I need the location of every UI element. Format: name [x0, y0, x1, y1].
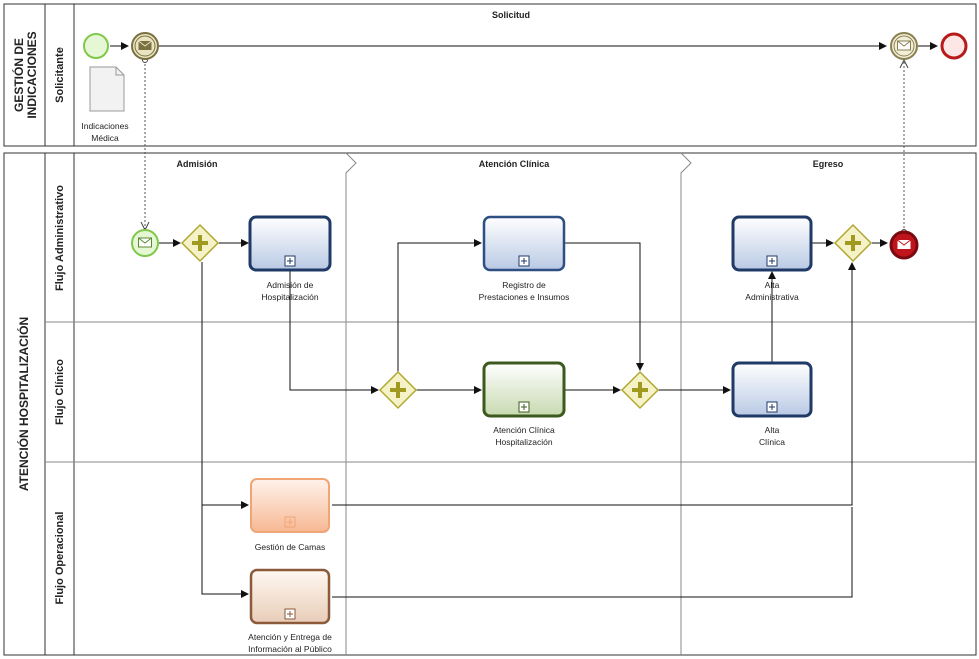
task-label-line1: Alta: [765, 425, 780, 435]
pool-gestion-indicaciones: GESTIÓN DE INDICACIONES Solicitante Soli…: [3, 3, 977, 147]
envelope-icon: [897, 40, 911, 51]
phase-separator-1: [345, 152, 357, 655]
plus-icon: [845, 235, 861, 251]
end-event-top[interactable]: [940, 32, 968, 60]
task-label-line1: Gestión de Camas: [255, 542, 325, 552]
task-admision-hospitalizacion[interactable]: Admisión de Hospitalización: [248, 215, 332, 302]
lane-title-solicitante: Solicitante: [54, 47, 66, 103]
subprocess-marker-icon: [284, 255, 296, 267]
plus-icon: [632, 382, 648, 398]
subprocess-marker-icon: [518, 401, 530, 413]
lane-title-administrativo: Flujo Administrativo: [54, 185, 66, 291]
task-label-line1: Alta: [765, 280, 780, 290]
task-label-line2: Prestaciones e Insumos: [479, 292, 570, 302]
data-object-label-line2: Médica: [91, 133, 119, 143]
subprocess-marker-icon: [766, 401, 778, 413]
phase-solicitud: Solicitud: [492, 10, 530, 20]
parallel-gateway-split-clinico[interactable]: [378, 370, 418, 410]
envelope-icon: [138, 40, 152, 50]
subprocess-marker-icon: [284, 608, 296, 620]
task-label-line1: Atención Clínica: [493, 425, 555, 435]
task-alta-clinica[interactable]: Alta Clínica: [731, 361, 813, 447]
task-label-line2: Administrativa: [745, 292, 799, 302]
envelope-icon: [138, 237, 152, 248]
plus-icon: [390, 382, 406, 398]
task-gestion-camas[interactable]: Gestión de Camas: [250, 478, 330, 552]
envelope-icon: [897, 239, 911, 249]
task-label-line1: Admisión de: [267, 280, 314, 290]
data-object-label-line1: Indicaciones: [81, 121, 128, 131]
task-atencion-clinica[interactable]: Atención Clínica Hospitalización: [482, 361, 566, 447]
start-event[interactable]: [83, 33, 109, 59]
message-end-event[interactable]: [889, 230, 919, 260]
task-label-line2: Hospitalización: [261, 292, 318, 302]
phase-separator-2: [680, 152, 692, 655]
plus-icon: [192, 235, 208, 251]
lane-title-clinico: Flujo Clínico: [54, 359, 66, 425]
data-object-indicaciones[interactable]: Indicaciones Médica: [81, 66, 129, 143]
phase-egreso: Egreso: [813, 159, 844, 169]
message-flows: [145, 60, 904, 232]
subprocess-marker-icon: [284, 516, 296, 528]
task-alta-administrativa[interactable]: Alta Administrativa: [731, 215, 813, 302]
task-label-line2: Hospitalización: [495, 437, 552, 447]
message-catch-event-top-right[interactable]: [890, 32, 918, 60]
parallel-gateway-admision[interactable]: [180, 223, 220, 263]
task-label-line2: Información al Público: [248, 644, 332, 654]
phase-atencion-clinica: Atención Clínica: [479, 159, 551, 169]
phase-admision: Admisión: [176, 159, 217, 169]
task-label-line1: Atención y Entrega de: [248, 632, 332, 642]
lane-title-operacional: Flujo Operacional: [54, 512, 66, 605]
subprocess-marker-icon: [766, 255, 778, 267]
sequence-flows: [110, 42, 938, 598]
message-start-event[interactable]: [131, 229, 159, 257]
parallel-gateway-egreso[interactable]: [833, 223, 873, 263]
pool-title-line1: GESTIÓN DE: [11, 38, 26, 112]
pool-title-main: ATENCIÓN HOSPITALIZACIÓN: [16, 317, 31, 491]
task-label-line2: Clínica: [759, 437, 785, 447]
parallel-gateway-join-clinico[interactable]: [620, 370, 660, 410]
task-registro-prestaciones[interactable]: Registro de Prestaciones e Insumos: [479, 215, 570, 302]
task-atencion-informacion-publico[interactable]: Atención y Entrega de Información al Púb…: [248, 568, 332, 654]
subprocess-marker-icon: [518, 255, 530, 267]
task-label-line1: Registro de: [502, 280, 546, 290]
message-throw-event-top-left[interactable]: [131, 32, 159, 60]
pool-title-line2: INDICACIONES: [25, 31, 39, 118]
